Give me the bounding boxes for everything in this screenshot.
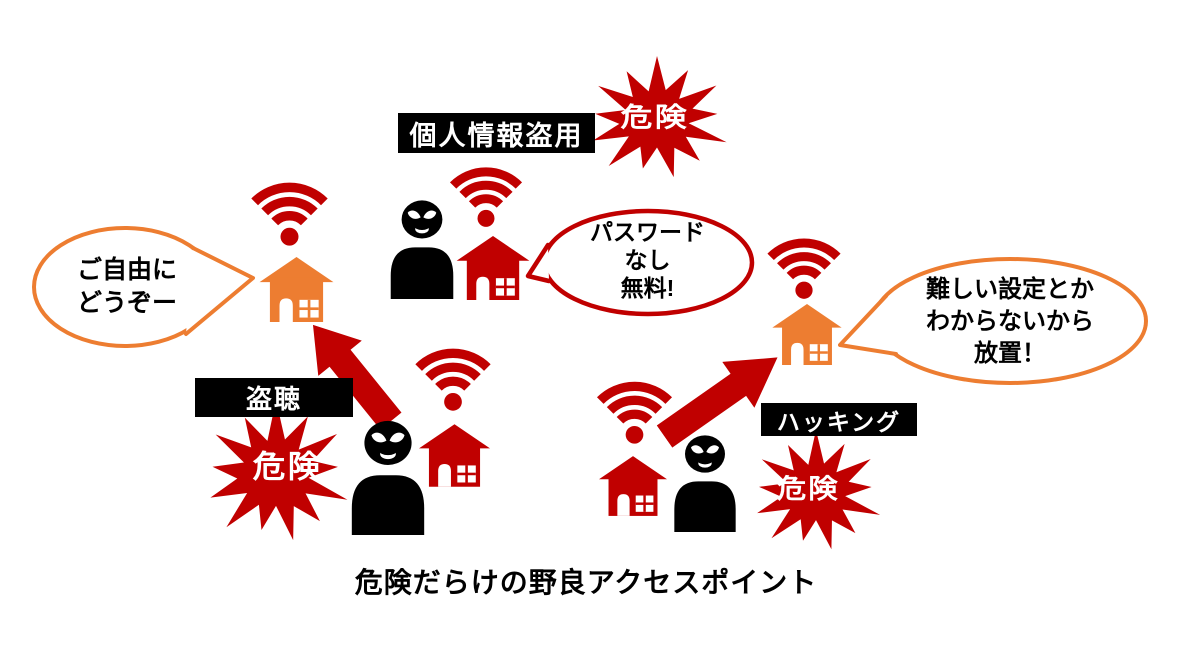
speech-bubble-no-password <box>525 208 755 317</box>
bubble-line: パスワード <box>590 219 705 245</box>
house-icon-rogue-ap <box>456 236 530 300</box>
bubble-line: 放置！ <box>974 340 1046 367</box>
bubble-line: ご自由に <box>76 256 177 284</box>
house-icon-neglected-ap <box>772 304 842 365</box>
danger-burst-top: 危険 <box>593 56 727 178</box>
speech-bubble-no-password-text: パスワード なし 無料! <box>565 216 730 304</box>
hacker-icon-bottom-right <box>674 435 736 532</box>
diagram-caption: 危険だらけの野良アクセスポイント <box>354 567 818 598</box>
speech-bubble-neglect-text: 難しい設定とか わからないから 放置！ <box>905 272 1115 372</box>
speech-bubble-free-use <box>32 226 255 348</box>
house-icon-open-ap <box>259 257 334 322</box>
speech-bubble-free-use-text: ご自由に どうぞー <box>47 252 207 322</box>
danger-burst-label: 危険 <box>777 475 840 504</box>
hacker-icon-top <box>390 200 454 299</box>
identity-theft-label: 個人情報盗用 <box>398 113 595 153</box>
wifi-icon-victim-left <box>405 344 501 414</box>
hacker-icon-bottom-left <box>351 420 425 535</box>
danger-burst-label: 危険 <box>253 449 323 484</box>
danger-burst-right: 危険 <box>757 430 881 550</box>
bubble-line: 難しい設定とか <box>926 276 1094 303</box>
bubble-line: どうぞー <box>76 289 177 317</box>
hacking-label: ハッキング <box>761 403 917 436</box>
danger-burst-left: 危険 <box>210 400 348 541</box>
speech-bubble-neglect <box>838 257 1148 385</box>
bubble-line: わからないから <box>926 308 1094 335</box>
bubble-line: なし <box>624 247 671 273</box>
eavesdropping-label: 盗聴 <box>195 378 353 417</box>
danger-burst-label: 危険 <box>621 103 689 133</box>
bubble-line: 無料! <box>620 275 675 301</box>
house-icon-victim-right <box>599 456 667 516</box>
